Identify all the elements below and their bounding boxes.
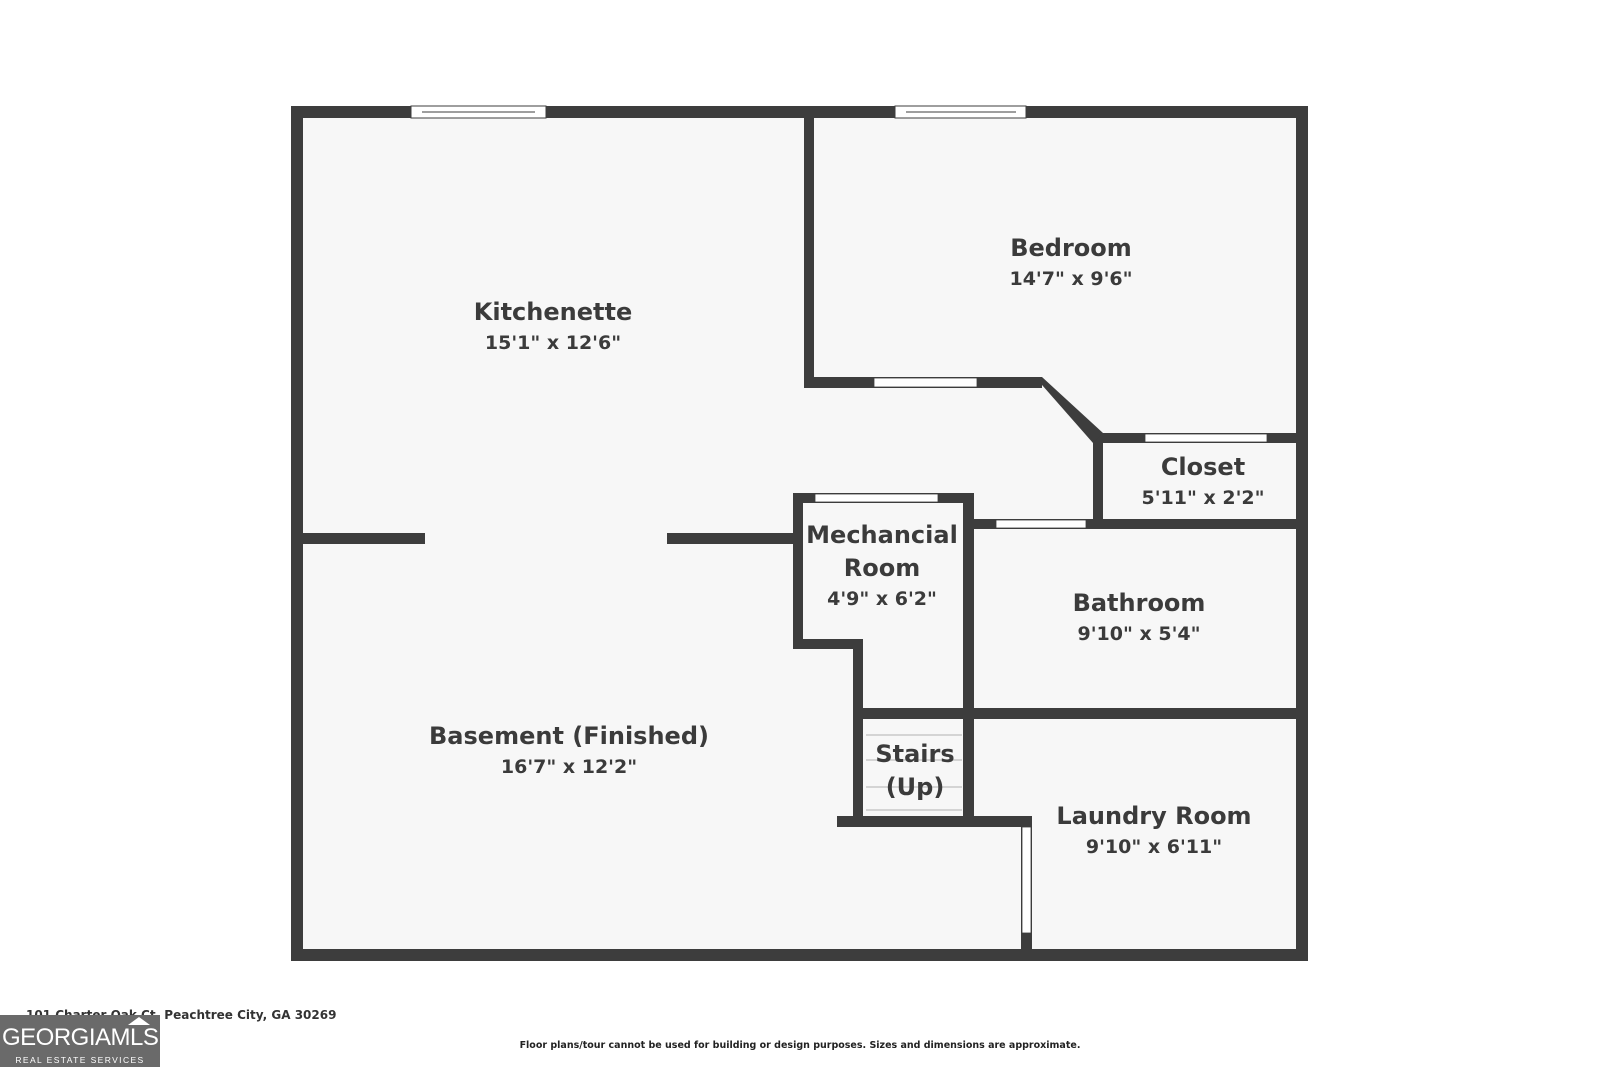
basement-dims: 16'7" x 12'2" — [501, 756, 637, 778]
disclaimer-text: Floor plans/tour cannot be used for buil… — [519, 1040, 1081, 1051]
laundry-dims: 9'10" x 6'11" — [1086, 836, 1222, 858]
mechanical-dims: 4'9" x 6'2" — [827, 588, 937, 610]
logo-main-text: GEORGIAMLS — [2, 1024, 159, 1051]
closet-dims: 5'11" x 2'2" — [1141, 487, 1264, 509]
kitchenette-dims: 15'1" x 12'6" — [485, 332, 621, 354]
bathroom-dims: 9'10" x 5'4" — [1077, 623, 1200, 645]
bathroom-name: Bathroom — [1073, 589, 1206, 617]
closet-name: Closet — [1161, 453, 1245, 481]
georgiamls-logo: GEORGIAMLS REAL ESTATE SERVICES — [0, 1015, 160, 1067]
bedroom-dims: 14'7" x 9'6" — [1009, 268, 1132, 290]
stair-treads — [866, 734, 962, 811]
basement-name: Basement (Finished) — [429, 722, 709, 750]
stairs-name-line1: Stairs — [875, 740, 954, 768]
diagonal-wall — [1035, 377, 1103, 443]
stairs-name-line2: (Up) — [886, 773, 945, 801]
window-right — [894, 105, 1027, 119]
mechanical-name-line1: Mechancial — [806, 521, 958, 549]
bedroom-name: Bedroom — [1010, 234, 1132, 262]
logo-sub-text: REAL ESTATE SERVICES — [15, 1055, 145, 1065]
door-openings — [814, 377, 1268, 934]
house-roof-icon — [128, 1017, 150, 1025]
kitchenette-name: Kitchenette — [474, 298, 632, 326]
mechanical-name-line2: Room — [844, 554, 920, 582]
laundry-name: Laundry Room — [1056, 802, 1251, 830]
window-left — [410, 105, 547, 119]
